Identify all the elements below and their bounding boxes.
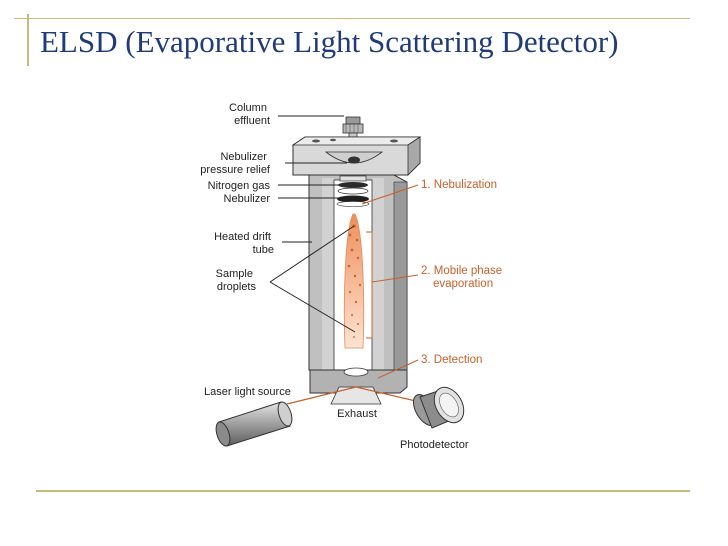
top-block xyxy=(291,136,422,176)
stage-indicators xyxy=(361,184,419,379)
accent-rule-top xyxy=(14,18,690,19)
stage-mobile-phase-evaporation: 2. Mobile phase evaporation xyxy=(421,265,505,290)
droplet-plume xyxy=(343,213,365,349)
label-nebulizer-pressure-relief: Nebulizer pressure relief xyxy=(200,151,271,176)
accent-rule-vertical xyxy=(27,14,29,66)
label-exhaust: Exhaust xyxy=(337,408,377,420)
label-sample-droplets: Sample droplets xyxy=(216,268,257,293)
label-nitrogen-gas: Nitrogen gas xyxy=(208,180,271,192)
stage-nebulization: 1. Nebulization xyxy=(421,179,497,191)
leader-lines xyxy=(269,115,356,333)
label-column-effluent: Column effluent xyxy=(229,102,270,127)
accent-rule-bottom xyxy=(36,490,690,492)
laser-light-source-device xyxy=(215,401,293,447)
label-nebulizer: Nebulizer xyxy=(224,193,271,205)
stage-detection: 3. Detection xyxy=(421,354,482,366)
detection-section xyxy=(309,367,408,405)
label-heated-drift-tube: Heated drift tube xyxy=(214,231,274,256)
slide-title: ELSD (Evaporative Light Scattering Detec… xyxy=(40,24,619,59)
label-laser-light-source: Laser light source xyxy=(204,386,291,398)
laser-beam xyxy=(286,386,421,405)
label-photodetector: Photodetector xyxy=(400,439,469,451)
photodetector-device xyxy=(412,386,465,429)
nebulizer-rings xyxy=(336,175,370,207)
